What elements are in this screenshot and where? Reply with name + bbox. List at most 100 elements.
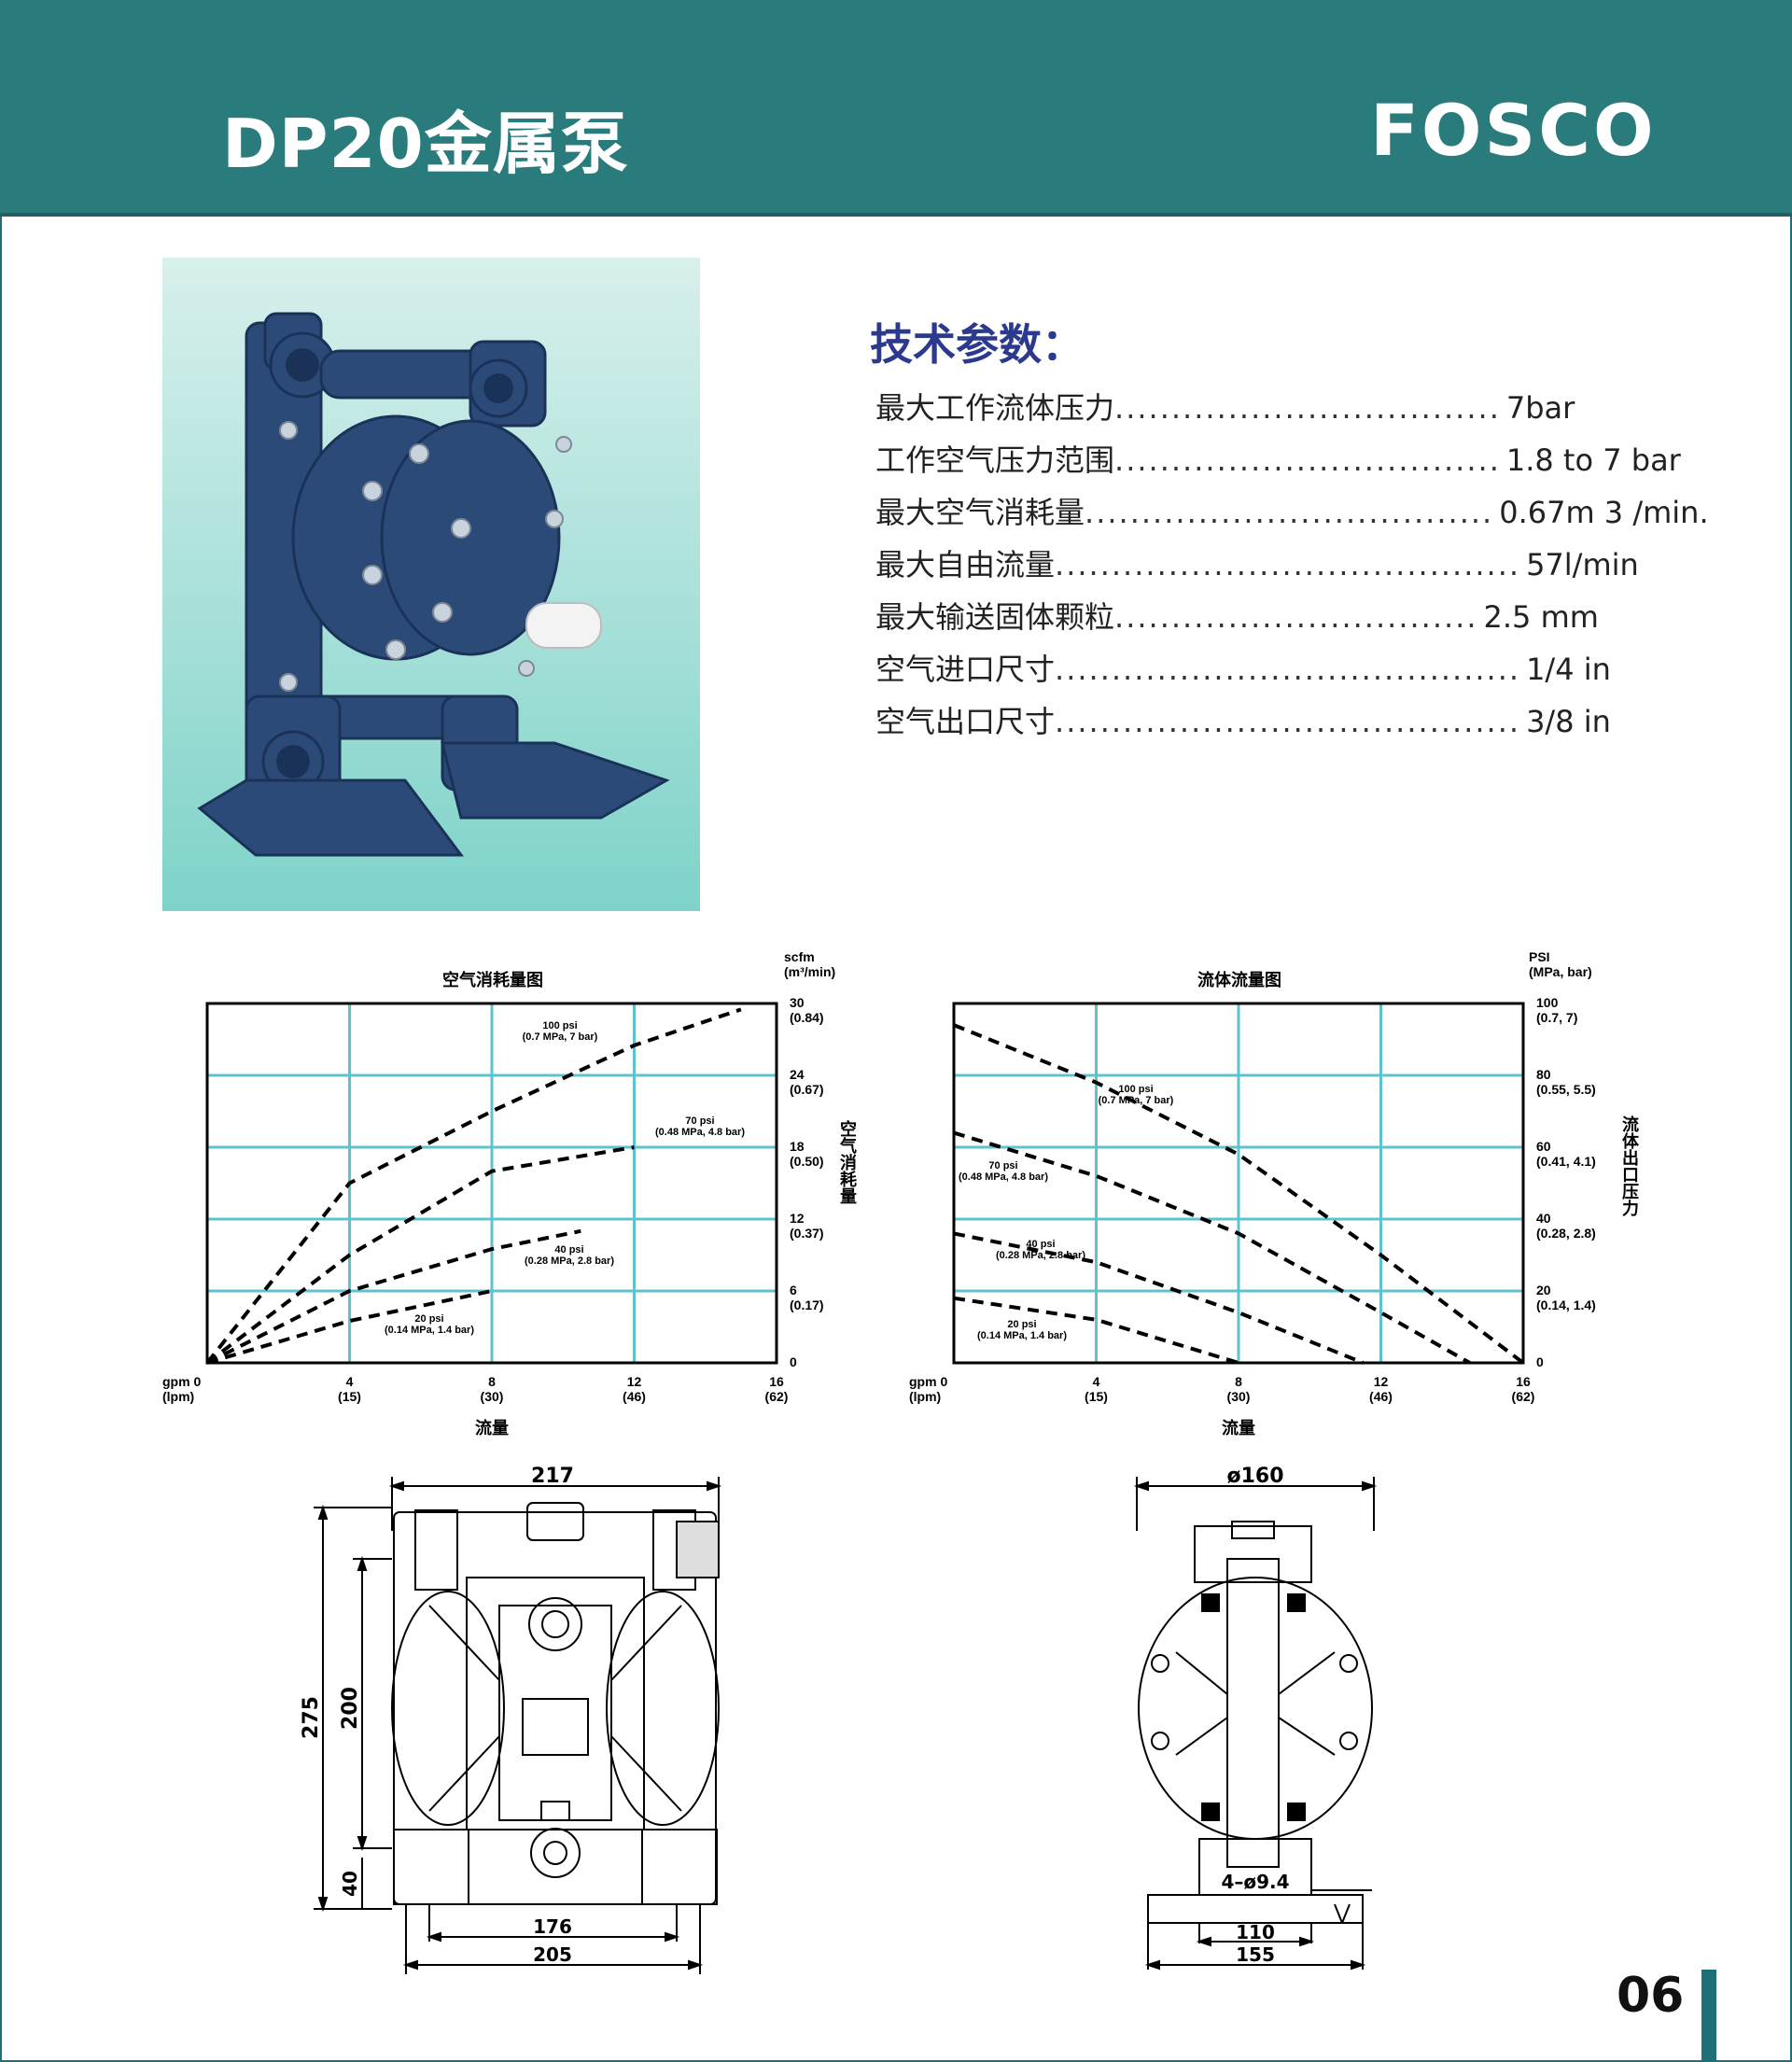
- series-line: [953, 1296, 1239, 1365]
- y-unit-top2: (m³/min): [784, 964, 835, 979]
- spec-row: 最大空气消耗量.................................…: [875, 489, 1715, 541]
- y-tick-label: 24: [790, 1067, 805, 1082]
- y-tick-sublabel: (0.7, 7): [1536, 1010, 1577, 1025]
- spec-label: 最大空气消耗量: [875, 495, 1085, 530]
- header-bar: DP20金属泵 FOSCO: [0, 0, 1792, 217]
- front-view-drawing: 217 275 200 40 176 205: [300, 1465, 722, 1974]
- spec-value: 57l/min: [1526, 547, 1639, 582]
- x-tick-label: 16: [1516, 1374, 1531, 1389]
- y-tick-sublabel: (0.84): [790, 1010, 824, 1025]
- dim-height-total: 275: [300, 1696, 323, 1739]
- spec-label: 空气进口尺寸: [875, 652, 1056, 687]
- y-ticks: 100(0.7, 7)80(0.55, 5.5)60(0.41, 4.1)40(…: [1536, 995, 1596, 1369]
- y-tick-label: 100: [1536, 995, 1559, 1010]
- spec-dots: ........................................…: [1055, 704, 1521, 739]
- x-tick-label: 12: [627, 1374, 642, 1389]
- series-line: [953, 1231, 1365, 1365]
- spec-dots: ................................: [1114, 599, 1478, 635]
- chart-title: 流体流量图: [1197, 970, 1281, 989]
- spec-dots: ..................................: [1114, 442, 1501, 478]
- x-tick-sublabel: (46): [1369, 1389, 1393, 1404]
- curve-labels: 100 psi (0.7 MPa, 7 bar) 70 psi (0.48 MP…: [385, 1020, 745, 1336]
- brand-name: FOSCO: [1370, 89, 1657, 172]
- y-tick-label: 18: [790, 1139, 805, 1154]
- y-axis-side-label: 空气消耗量: [838, 1119, 858, 1204]
- spec-value: 1/4 in: [1526, 652, 1611, 687]
- spec-row: 工作空气压力范围................................…: [875, 437, 1715, 489]
- series-line: [206, 1289, 493, 1365]
- series-line: [206, 1228, 581, 1365]
- curve-label-20psi: 20 psi: [1007, 1319, 1036, 1330]
- curve-label-100psi-unit: (0.7 MPa, 7 bar): [523, 1031, 598, 1043]
- y-axis-side-label: 流体出口压力: [1620, 1115, 1639, 1217]
- curve-label-40psi-unit: (0.28 MPa, 2.8 bar): [996, 1250, 1085, 1261]
- x-tick-sublabel: (30): [481, 1389, 504, 1404]
- y-tick-label: 60: [1536, 1139, 1551, 1154]
- spec-value: 1.8 to 7 bar: [1505, 442, 1681, 478]
- y-tick-label: 30: [790, 995, 805, 1010]
- x-origin: gpm 0: [909, 1374, 947, 1389]
- x-tick-sublabel: (30): [1227, 1389, 1251, 1404]
- y-ticks: 30(0.84)24(0.67)18(0.50)12(0.37)6(0.17)0: [790, 995, 824, 1369]
- y-tick-sublabel: (0.14, 1.4): [1536, 1298, 1596, 1312]
- y-tick-sublabel: (0.37): [790, 1226, 824, 1241]
- x-tick-label: 8: [488, 1374, 496, 1389]
- spec-label: 最大输送固体颗粒: [875, 599, 1115, 635]
- plot-frame: [952, 1002, 1525, 1365]
- spec-table: 最大工作流体压力................................…: [875, 385, 1715, 750]
- curve-label-20psi: 20 psi: [414, 1313, 443, 1325]
- curve-label-70psi: 70 psi: [685, 1115, 714, 1127]
- curve-label-70psi-unit: (0.48 MPa, 4.8 bar): [959, 1171, 1048, 1183]
- dim-inner-width: 110: [1236, 1921, 1275, 1943]
- spec-row: 最大输送固体颗粒................................…: [875, 594, 1715, 646]
- dim-base-width: 155: [1236, 1943, 1275, 1966]
- spec-label: 最大自由流量: [875, 547, 1056, 582]
- x-tick-label: 12: [1374, 1374, 1389, 1389]
- spec-dots: ....................................: [1085, 495, 1494, 530]
- x-origin: gpm 0: [162, 1374, 201, 1389]
- y-tick-sublabel: (0.67): [790, 1082, 824, 1097]
- curve-label-40psi: 40 psi: [1026, 1239, 1055, 1250]
- x-tick-sublabel: (15): [338, 1389, 361, 1404]
- spec-row: 空气出口尺寸..................................…: [875, 698, 1715, 750]
- y-tick-sublabel: (0.55, 5.5): [1536, 1082, 1596, 1097]
- y-tick-label: 0: [790, 1354, 797, 1369]
- dim-diameter: ø160: [1226, 1465, 1283, 1488]
- curve-label-100psi: 100 psi: [542, 1020, 577, 1031]
- spec-value: 2.5 mm: [1483, 599, 1599, 635]
- dim-height-base: 40: [339, 1871, 361, 1897]
- series-lines: [953, 1023, 1525, 1365]
- x-tick-sublabel: (46): [623, 1389, 646, 1404]
- series-lines: [205, 1007, 742, 1365]
- spec-row: 最大自由流量..................................…: [875, 541, 1715, 594]
- spec-row: 最大工作流体压力................................…: [875, 385, 1715, 437]
- x-tick-sublabel: (15): [1085, 1389, 1108, 1404]
- grid: [954, 1003, 1523, 1363]
- spec-dots: ........................................…: [1055, 547, 1521, 582]
- side-view-drawing: ø160 4–ø9.4 110 155: [1133, 1465, 1378, 1971]
- pump-photo: [162, 258, 700, 911]
- x-ticks: 4(15)8(30)12(46)16(62): [338, 1374, 788, 1404]
- spec-value: 3/8 in: [1526, 704, 1611, 739]
- x-tick-label: 16: [769, 1374, 784, 1389]
- y-tick-label: 40: [1536, 1211, 1551, 1226]
- x-origin-unit: (lpm): [909, 1389, 941, 1404]
- dim-height-mid: 200: [339, 1687, 362, 1730]
- series-line: [953, 1130, 1471, 1365]
- x-axis-label: 流量: [475, 1418, 509, 1438]
- x-tick-sublabel: (62): [765, 1389, 789, 1404]
- spec-row: 空气进口尺寸..................................…: [875, 646, 1715, 698]
- dim-base-width: 205: [533, 1943, 572, 1966]
- y-unit-top: PSI: [1529, 949, 1550, 964]
- curve-label-100psi-unit: (0.7 MPa, 7 bar): [1099, 1095, 1174, 1106]
- x-tick-sublabel: (62): [1512, 1389, 1535, 1404]
- page-number-bar: [1701, 1970, 1716, 2062]
- y-tick-label: 0: [1536, 1354, 1544, 1369]
- curve-label-100psi: 100 psi: [1118, 1084, 1153, 1095]
- y-tick-label: 80: [1536, 1067, 1551, 1082]
- series-line: [205, 1007, 742, 1365]
- chart-title: 空气消耗量图: [442, 970, 543, 989]
- y-tick-label: 12: [790, 1211, 805, 1226]
- air-consumption-chart: 空气消耗量图 scfm (m³/min) 30(0.84)24(0.67)18(…: [149, 943, 896, 1447]
- spec-dots: ..................................: [1114, 390, 1501, 426]
